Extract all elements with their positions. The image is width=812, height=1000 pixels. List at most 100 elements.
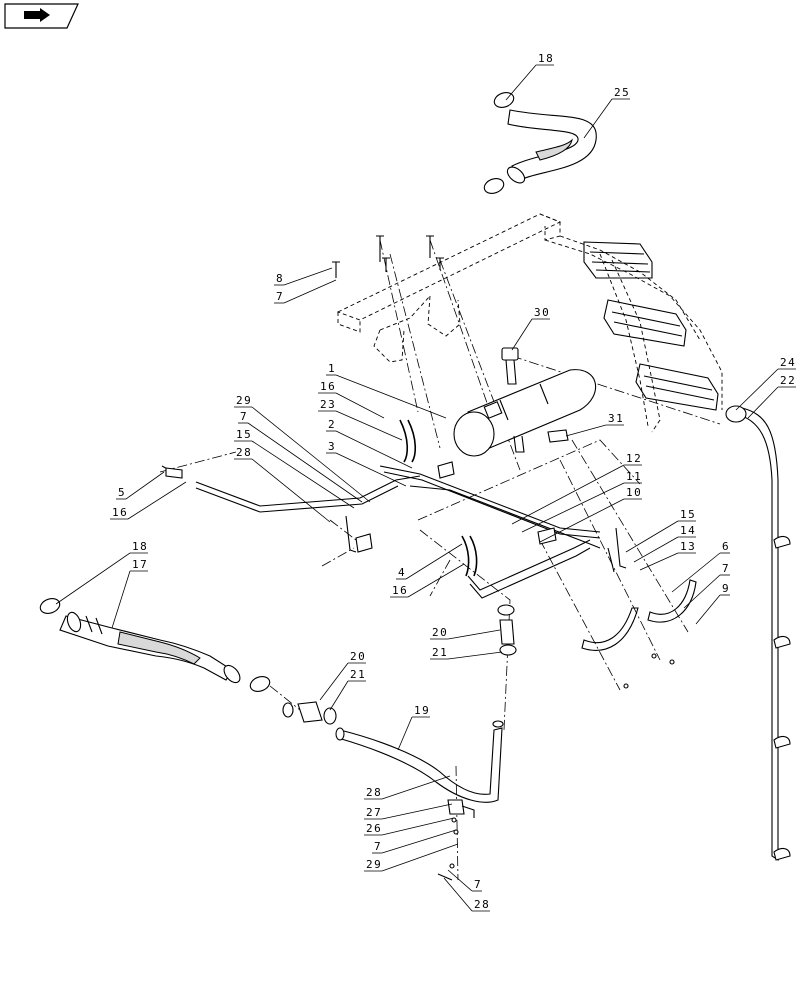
callout-leader [521, 482, 625, 533]
callout-leader [335, 430, 413, 469]
callout-number: 7 [474, 878, 482, 891]
callout-number: 10 [626, 486, 642, 499]
callout-number: 28 [366, 786, 382, 799]
callout-leader [505, 64, 537, 101]
callout-c25: 25 [583, 86, 630, 139]
callout-number: 3 [328, 440, 336, 453]
callout-c9: 9 [695, 582, 730, 625]
callout-number: 21 [432, 646, 448, 659]
callout-leader [335, 452, 407, 487]
callout-number: 28 [236, 446, 252, 459]
callout-c20a: 20 [430, 626, 501, 640]
part-19-hose [335, 720, 504, 803]
callout-leader [251, 458, 331, 523]
callout-number: 18 [538, 52, 554, 65]
callout-leader [735, 368, 779, 411]
callout-number: 8 [276, 272, 284, 285]
callout-c1: 1 [326, 362, 447, 419]
callout-c17: 17 [111, 558, 148, 629]
callout-leader [695, 594, 721, 625]
step-treads [583, 241, 719, 411]
callout-c18a: 18 [505, 52, 554, 101]
part-21-clamp [323, 644, 517, 725]
bolts [161, 235, 675, 689]
callout-number: 9 [722, 582, 730, 595]
callout-number: 16 [320, 380, 336, 393]
callout-leader [447, 629, 501, 640]
callout-number: 16 [392, 584, 408, 597]
next-page-arrow-icon [24, 8, 50, 22]
callout-c16a: 16 [318, 380, 385, 419]
callout-c28a: 28 [234, 446, 331, 523]
callout-leader [125, 471, 165, 500]
callout-c16b: 16 [110, 481, 187, 520]
callout-number: 22 [780, 374, 796, 387]
callout-leader [381, 817, 455, 836]
callout-leader [319, 662, 349, 701]
callout-number: 7 [276, 290, 284, 303]
callout-c6: 6 [671, 540, 730, 593]
callout-number: 18 [132, 540, 148, 553]
callout-c10: 10 [539, 486, 642, 543]
callout-c16c: 16 [390, 563, 465, 598]
callout-number: 23 [320, 398, 336, 411]
part-30-cap [501, 347, 519, 385]
callout-leader [511, 318, 533, 351]
part-25-upper-hose [506, 109, 597, 184]
callout-leader [407, 563, 465, 598]
callout-c29b: 29 [364, 843, 459, 872]
callout-leader [55, 552, 131, 605]
callout-c28b: 28 [364, 775, 451, 800]
part-20-coupling [282, 604, 515, 723]
callout-c8: 8 [274, 267, 333, 286]
next-page-button[interactable] [0, 0, 80, 32]
callout-leader [335, 410, 403, 441]
callout-leader [329, 680, 349, 711]
callout-c11: 11 [521, 470, 642, 533]
callout-number: 28 [474, 898, 490, 911]
callout-leader [539, 498, 625, 543]
callout-number: 4 [398, 566, 406, 579]
part-6-straps [581, 579, 697, 651]
clips-and-brackets [345, 461, 627, 573]
callout-c18b: 18 [55, 540, 148, 605]
callout-number: 27 [366, 806, 382, 819]
callout-number: 1 [328, 362, 336, 375]
callout-c21a: 21 [430, 646, 503, 660]
callout-leader [511, 464, 625, 525]
callout-leader [283, 279, 337, 304]
part-31-fitting [547, 429, 569, 443]
callout-number: 25 [614, 86, 630, 99]
callout-number: 7 [240, 410, 248, 423]
callout-c7c: 7 [683, 562, 730, 609]
callout-c31: 31 [565, 412, 624, 437]
callout-c3: 3 [326, 440, 407, 487]
callout-number: 26 [366, 822, 382, 835]
part-22-tube [735, 407, 791, 862]
callout-c28c: 28 [443, 877, 490, 912]
callout-leader [381, 775, 451, 800]
callout-leader [251, 440, 355, 509]
callout-c13: 13 [639, 540, 696, 571]
callout-leader [583, 98, 613, 139]
callout-number: 21 [350, 668, 366, 681]
callout-number: 15 [680, 508, 696, 521]
callout-leader [251, 406, 371, 503]
assembly-lines [159, 239, 721, 881]
callout-leader [381, 843, 459, 872]
part-17-lower-hose [59, 611, 241, 684]
callout-c2: 2 [326, 418, 413, 469]
callout-leader [381, 803, 453, 820]
callout-c26: 26 [364, 817, 455, 836]
callout-c7b: 7 [238, 410, 363, 503]
callout-number: 17 [132, 558, 148, 571]
callout-c23: 23 [318, 398, 403, 441]
callout-number: 7 [722, 562, 730, 575]
callout-c7a: 7 [274, 279, 337, 304]
callout-number: 29 [366, 858, 382, 871]
callout-c7d: 7 [372, 829, 457, 854]
callout-leader [381, 829, 457, 854]
callout-c19: 19 [397, 704, 430, 751]
